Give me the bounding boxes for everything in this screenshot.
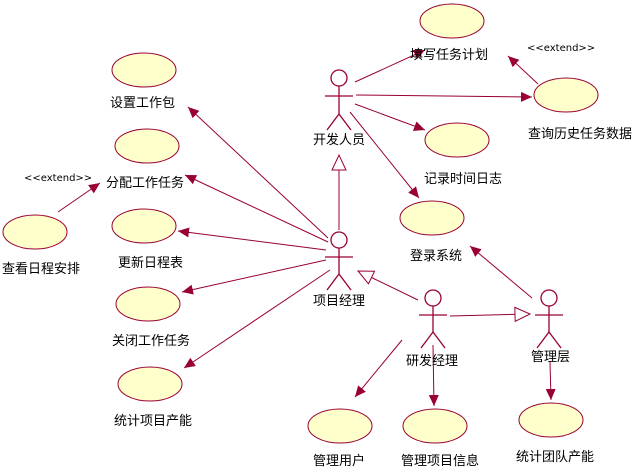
usecase-record-time-log-ellipse[interactable] <box>424 122 490 158</box>
assoc-management-team-output <box>545 361 556 401</box>
actor-rd-manager-figure[interactable] <box>419 289 447 349</box>
usecase-close-tasks-ellipse[interactable] <box>115 286 181 322</box>
actor-project-manager-figure[interactable] <box>325 231 353 291</box>
label-actor-developer: 开发人员 <box>313 133 366 148</box>
stereotype-extend-top: <<extend>> <box>527 43 596 54</box>
usecase-fill-task-plan-ellipse[interactable] <box>419 3 485 39</box>
assoc-pm-close-tasks <box>181 259 327 295</box>
label-update-schedule: 更新日程表 <box>118 256 184 271</box>
assoc-pm-assign-tasks <box>184 174 329 243</box>
usecase-login-ellipse[interactable] <box>399 200 465 236</box>
extend-query-history-to-fill-plan <box>507 55 539 85</box>
label-view-schedule: 查看日程安排 <box>2 262 81 277</box>
usecase-manage-project-info-ellipse[interactable] <box>402 408 468 444</box>
label-team-output: 统计团队产能 <box>516 450 595 465</box>
usecase-query-task-history-ellipse[interactable] <box>533 77 599 113</box>
generalization-rd-to-management <box>449 306 532 323</box>
assoc-developer-query-history <box>355 91 533 102</box>
label-record-time-log: 记录时间日志 <box>424 172 503 187</box>
generalization-rd-to-pm <box>356 270 419 301</box>
label-project-output: 统计项目产能 <box>114 414 193 429</box>
usecase-view-schedule-ellipse[interactable] <box>2 214 68 250</box>
label-login: 登录系统 <box>410 249 463 264</box>
actor-management-figure[interactable] <box>535 289 563 349</box>
actor-developer-figure[interactable] <box>325 69 353 131</box>
usecase-assign-tasks-ellipse[interactable] <box>114 128 180 164</box>
label-close-tasks: 关闭工作任务 <box>112 334 191 349</box>
assoc-management-login <box>469 245 533 299</box>
assoc-rd-manage-project-info <box>428 344 439 407</box>
label-manage-project-info: 管理项目信息 <box>401 454 480 469</box>
usecase-team-output-ellipse[interactable] <box>518 402 584 438</box>
usecase-project-output-ellipse[interactable] <box>117 366 183 402</box>
assoc-pm-project-output <box>183 269 331 369</box>
assoc-developer-time-log <box>354 103 426 131</box>
label-fill-task-plan: 填写任务计划 <box>410 48 489 63</box>
assoc-pm-update-schedule <box>177 227 327 251</box>
label-assign-tasks: 分配工作任务 <box>106 176 185 191</box>
label-actor-rd-manager: 研发经理 <box>406 354 459 369</box>
stereotype-extend-left: <<extend>> <box>24 173 93 184</box>
usecase-set-work-package-ellipse[interactable] <box>111 52 177 88</box>
usecase-update-schedule-ellipse[interactable] <box>111 208 177 244</box>
label-manage-users: 管理用户 <box>313 454 366 469</box>
assoc-rd-manage-users <box>354 339 403 398</box>
assoc-pm-set-work-package <box>187 106 329 239</box>
assoc-developer-login <box>349 111 420 199</box>
usecase-manage-users-ellipse[interactable] <box>307 408 373 444</box>
label-set-work-package: 设置工作包 <box>110 96 176 111</box>
label-actor-project-manager: 项目经理 <box>313 294 366 309</box>
label-actor-management: 管理层 <box>531 350 571 365</box>
assoc-developer-fill-task-plan <box>354 49 426 83</box>
label-query-task-history: 查询历史任务数据 <box>528 127 633 142</box>
extend-view-schedule-to-assign <box>57 182 101 213</box>
